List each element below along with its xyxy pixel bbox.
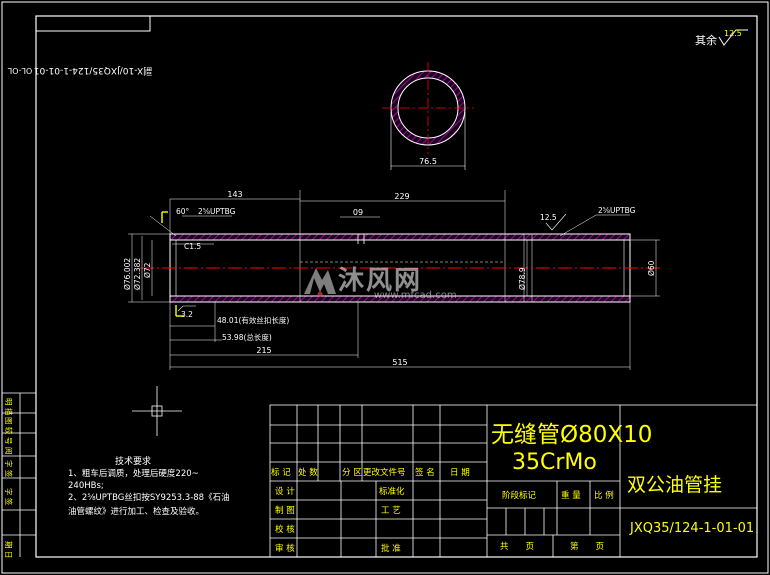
dim-thread-length: 48.01(有效丝扣长度) xyxy=(217,315,289,325)
rev-header-1: 处 数 xyxy=(298,467,318,478)
role-review: 审 核 xyxy=(275,543,295,554)
material-name: 无缝管Ø80X10 xyxy=(491,422,652,448)
drawing-code-stamp-tail: OL-OL xyxy=(7,66,32,75)
section-dim-outer: 76.5 xyxy=(419,157,437,166)
thread-left-label: 2⅝UPTBG xyxy=(198,207,236,216)
thread-right-label: 2⅝UPTBG xyxy=(598,206,636,215)
tech-req-line2: 240HBs; xyxy=(68,481,104,491)
left-strip-2: 号 阅 xyxy=(4,437,13,454)
material-grade: 35CrMo xyxy=(512,450,597,475)
dim-229: 229 xyxy=(394,192,409,201)
dim-diameter-72-382: Ø72.382 xyxy=(133,258,142,290)
dim-diameter-60: Ø60 xyxy=(647,260,656,276)
tech-req-line4: 油管螺纹》进行加工、检查及验收。 xyxy=(68,506,204,517)
tech-req-line1: 1、粗车后调质，处理后硬度220~ xyxy=(68,468,199,479)
approve-label: 批 准 xyxy=(381,543,401,554)
tech-req-title: 技术要求 xyxy=(115,455,151,467)
section-marker-left-bottom xyxy=(175,305,184,317)
tech-requirements: 技术要求 1、粗车后调质，处理后硬度220~ 240HBs; 2、2⅝UPTBG… xyxy=(68,455,230,517)
rev-header-4: 签 名 xyxy=(415,467,435,478)
left-strip: 明 描 图 较 号 阅 字 签 字 签 期 日 xyxy=(2,392,36,558)
roughness-note-label: 其余 xyxy=(695,33,717,47)
main-view: 143 229 09 215 515 48.01(有效丝扣长度) 53.98(总… xyxy=(123,190,662,370)
total-label: 共 页 xyxy=(500,542,534,552)
roughness-left: 3.2 xyxy=(181,310,193,319)
left-strip-4: 字 签 xyxy=(4,488,14,506)
role-draw: 制 图 xyxy=(275,505,295,516)
sheet-label: 第 页 xyxy=(570,541,604,552)
drawing-number: JXQ35/124-1-01-01 xyxy=(629,521,754,536)
roughness-note-value: 12.5 xyxy=(724,29,742,38)
part-name: 双公油管挂 xyxy=(627,474,722,496)
rev-header-3: 更改文件号 xyxy=(363,467,406,478)
dim-diameter-76: Ø76.002 xyxy=(123,258,132,290)
chamfer-c: C1.5 xyxy=(184,242,201,251)
weight-label: 重 量 xyxy=(561,490,581,501)
dim-total-thread: 53.98(总长度) xyxy=(222,332,272,342)
crosshair-cursor xyxy=(132,386,182,436)
chamfer-angle: 60° xyxy=(176,207,190,216)
left-strip-3: 字 签 xyxy=(4,460,14,478)
rev-header-0: 标 记 xyxy=(271,467,291,478)
role-check: 校 核 xyxy=(275,524,295,535)
section-marker-left xyxy=(161,211,168,223)
left-strip-1: 图 较 xyxy=(4,417,14,435)
dim-215: 215 xyxy=(256,346,271,355)
stage-label: 阶段标记 xyxy=(502,490,537,501)
roughness-right: 12.5 xyxy=(540,213,557,222)
left-strip-5: 期 日 xyxy=(4,541,13,558)
drawing-code-stamp: 副X-10/JXQ35/124-1-01-01 xyxy=(34,65,152,76)
roughness-note-symbol: 12.5 xyxy=(718,29,748,46)
dim-09: 09 xyxy=(353,208,363,217)
left-strip-0: 明 描 xyxy=(4,398,14,416)
title-block-text: 无缝管Ø80X10 35CrMo 双公油管挂 JXQ35/124-1-01-01… xyxy=(271,422,754,554)
role-design: 设 计 xyxy=(275,486,295,497)
dim-515: 515 xyxy=(392,358,407,367)
rev-header-5: 日 期 xyxy=(450,468,470,478)
std-label: 标准化 xyxy=(379,486,405,497)
scale-label: 比 例 xyxy=(594,490,614,501)
title-block xyxy=(269,404,758,558)
dim-diameter-78-9: Ø78.9 xyxy=(518,267,527,290)
code-stamp-box xyxy=(35,15,151,32)
process-label: 工 艺 xyxy=(381,506,401,516)
dim-diameter-72: Ø72 xyxy=(143,262,152,278)
section-view: 76.5 xyxy=(382,62,474,170)
rev-header-2: 分 区 xyxy=(342,468,362,478)
tech-req-line3: 2、2⅝UPTBG丝扣按SY9253.3-88《石油 xyxy=(68,492,230,503)
dim-143: 143 xyxy=(227,190,242,199)
